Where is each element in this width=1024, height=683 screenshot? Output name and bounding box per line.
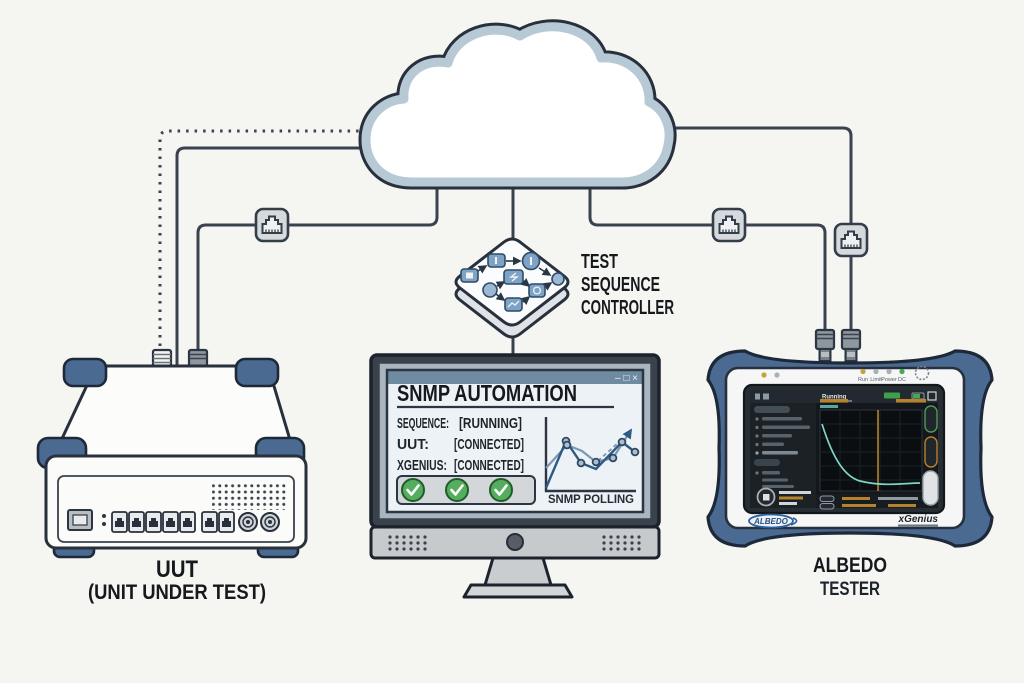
chart-line-dashed [597,441,620,462]
speaker-button-icon [914,365,930,381]
status-label: UUT: [397,436,429,453]
tester-subtitle: TESTER [820,579,880,600]
uut-device [36,357,308,559]
screen-sidebar [750,403,816,508]
albedo-logo: ALBEDO [748,513,798,529]
screen-status: Running [822,395,847,401]
uut-title: UUT [156,556,198,583]
status-value: [CONNECTED] [454,436,524,453]
uut-cloud-line [175,146,400,380]
pass-badge [884,392,900,399]
bnc-connector [238,512,280,532]
status-label: XGENIUS: [397,457,447,474]
flowchart-nodes [460,251,565,312]
check-icon [445,478,469,502]
window-title: SNMP AUTOMATION [397,380,577,406]
window-border [385,368,645,514]
rj45-port-bank [111,511,235,533]
led-power [886,368,892,375]
screen-side-tabs [922,405,939,506]
status-value: [CONNECTED] [454,457,524,474]
status-checks [396,475,536,505]
network-cloud-icon [358,19,677,190]
chart-dots [561,436,640,468]
tester-title: ALBEDO [813,554,887,577]
flowchart-arrows [477,256,553,305]
fullscreen-icon [927,391,937,401]
led-indicator [774,372,780,378]
led-dc [899,368,905,375]
controller-label: TEST SEQUENCE CONTROLLER [581,251,674,319]
uut-label: UUT (UNIT UNDER TEST) [88,556,266,604]
status-label: SEQUENCE: [397,415,449,432]
monitor-stand-neck [483,556,553,587]
graph-curve [821,423,921,486]
xgenius-logo-text: xGenius [898,514,939,525]
controller-label-line3: CONTROLLER [581,297,674,319]
led-label: Power [881,377,897,383]
uut-port-line [196,185,439,352]
ethernet-port-icon [711,207,747,243]
panel-led [102,514,106,518]
uut-subtitle: (UNIT UNDER TEST) [88,581,266,604]
monitor-button [506,533,524,551]
chart-caption: SNMP POLLING [548,494,634,506]
led-indicator [761,372,767,378]
albedo-tester: Run Limit Power DC Running [706,349,994,548]
xgenius-logo: xGenius [898,514,939,527]
test-sequence-controller-icon [454,237,570,339]
vent-grille [212,482,288,510]
led-label: Limit [870,377,882,383]
connection-lines [158,126,853,380]
chart-axes [544,417,636,493]
window-controls-icon: – □ × [615,373,638,384]
albedo-logo-text: ALBEDO [753,517,789,526]
tester-screen: Running [750,390,939,510]
ethernet-port-icon [833,222,869,258]
check-icon [401,478,425,502]
ethernet-port-icon [254,207,290,243]
rj45-plug-icon [814,328,836,362]
tester-port-line-a [588,185,827,334]
led-label: DC [898,377,906,383]
snmp-window: – □ × SNMP AUTOMATION SEQUENCE: [RUNNING… [385,368,645,514]
tester-port-line-b [648,126,853,334]
led-run [860,368,866,375]
led-label: Run [858,377,868,383]
window-titlebar [387,370,643,384]
console-port [67,509,93,531]
screen-bottombar [816,494,938,510]
speaker-grille [388,535,641,551]
screen-graph [819,399,926,492]
led-group: Run Limit Power DC [858,368,906,383]
monitor: – □ × SNMP AUTOMATION SEQUENCE: [RUNNING… [369,353,661,599]
status-rows: SEQUENCE: [RUNNING] UUT: [CONNECTED] XGE… [397,415,524,474]
led-limit [873,368,879,375]
polling-chart: SNMP POLLING [544,417,640,506]
dotted-management-line [158,129,400,346]
rj45-plug-icon [840,328,862,362]
panel-led [102,522,106,526]
controller-label-line1: TEST [581,251,618,273]
status-value: [RUNNING] [459,415,522,432]
tester-label: ALBEDO TESTER [813,554,887,600]
monitor-stand-base [462,583,574,599]
check-icon [489,478,513,502]
controller-label-line2: SEQUENCE [581,274,660,296]
